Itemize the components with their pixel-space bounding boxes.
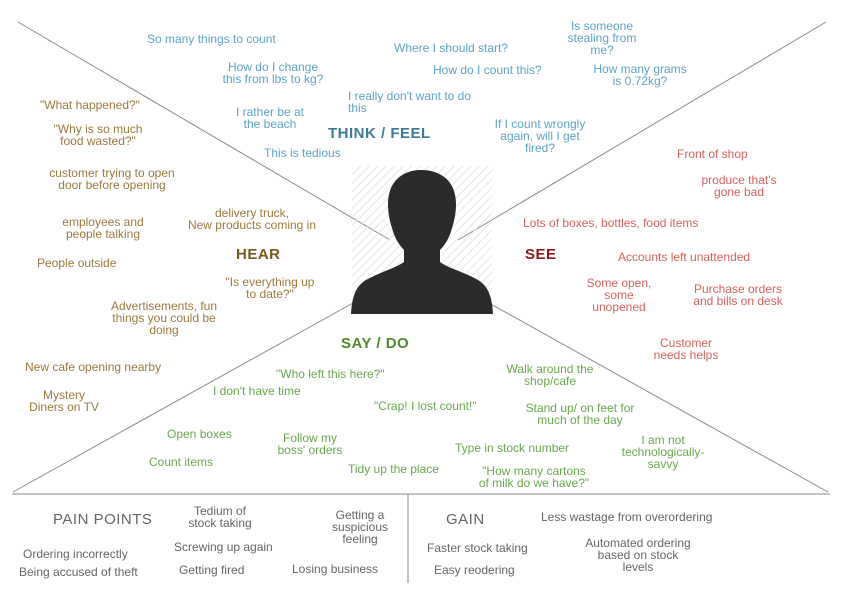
think-feel-note: This is tedious <box>264 146 341 160</box>
see-note: Lots of boxes, bottles, food items <box>523 216 699 230</box>
say-do-note: Follow my boss' orders <box>277 431 343 457</box>
say-do-note: "Who left this here?" <box>276 367 385 381</box>
pain-point-item: Being accused of theft <box>19 565 138 579</box>
think-feel-note: I rather be at the beach <box>235 105 305 131</box>
gain-item: Automated ordering based on stock levels <box>585 536 691 574</box>
say-do-heading: SAY / DO <box>341 335 410 352</box>
hear-note: Advertisements, fun things you could be … <box>110 299 218 337</box>
see-note: Front of shop <box>677 147 748 161</box>
diagonal-left-upper <box>17 21 391 241</box>
diagonal-right-lower <box>479 297 829 493</box>
hear-note: Mystery Diners on TV <box>29 388 99 414</box>
diagonal-left-lower <box>12 297 363 493</box>
say-do-note: "Crap! I lost count!" <box>374 399 477 413</box>
see-note: produce that's gone bad <box>701 173 777 199</box>
say-do-note: I am not technologically- savvy <box>621 433 705 471</box>
think-feel-note: How do I change this from lbs to kg? <box>222 60 324 86</box>
think-feel-note: If I count wrongly again, will I get fir… <box>494 117 586 155</box>
hear-heading: HEAR <box>236 246 281 263</box>
think-feel-note: I really don't want to do this <box>348 89 472 115</box>
think-feel-note: Is someone stealing from me? <box>567 19 637 57</box>
see-note: Some open, some unopened <box>586 276 652 314</box>
pain-point-item: Screwing up again <box>174 540 273 554</box>
hear-note: People outside <box>37 256 117 270</box>
pain-point-item: Getting a suspicious feeling <box>331 508 389 546</box>
say-do-note: I don't have time <box>213 384 301 398</box>
hear-note: New cafe opening nearby <box>25 360 162 374</box>
see-note: Accounts left unattended <box>618 250 751 264</box>
say-do-note: Tidy up the place <box>348 462 439 476</box>
pain-point-item: Tedium of stock taking <box>188 504 252 530</box>
say-do-note: Type in stock number <box>455 441 570 455</box>
pain-points-heading: PAIN POINTS <box>53 511 153 528</box>
think-feel-note: So many things to count <box>147 32 276 46</box>
hear-note: "Why is so much food wasted?" <box>53 122 143 148</box>
hear-note: "Is everything up to date?" <box>225 275 315 301</box>
see-note: Customer needs helps <box>653 336 719 362</box>
think-feel-heading: THINK / FEEL <box>328 125 431 142</box>
hear-note: delivery truck, New products coming in <box>187 206 317 232</box>
say-do-note: "How many cartons of milk do we have?" <box>478 464 590 490</box>
hear-note: employees and people talking <box>62 215 144 241</box>
say-do-note: Open boxes <box>167 427 232 441</box>
say-do-note: Stand up/ on feet for much of the day <box>525 401 635 427</box>
pain-point-item: Losing business <box>292 562 379 576</box>
think-feel-note: How do I count this? <box>433 63 542 77</box>
user-silhouette-icon <box>351 170 493 314</box>
see-heading: SEE <box>525 246 557 263</box>
pain-point-item: Ordering incorrectly <box>23 547 128 561</box>
diagonal-right-upper <box>457 21 827 241</box>
say-do-note: Walk around the shop/cafe <box>506 362 594 388</box>
gain-item: Faster stock taking <box>427 541 528 555</box>
see-note: Purchase orders and bills on desk <box>693 282 783 308</box>
think-feel-note: Where I should start? <box>394 41 509 55</box>
pain-point-item: Getting fired <box>179 563 245 577</box>
gain-item: Less wastage from overordering <box>541 510 713 524</box>
hear-note: customer trying to open door before open… <box>49 166 175 192</box>
hear-note: "What happened?" <box>40 98 140 112</box>
think-feel-note: How many grams is 0.72kg? <box>593 62 687 88</box>
gain-heading: GAIN <box>446 511 485 528</box>
say-do-note: Count items <box>149 455 214 469</box>
gain-item: Easy reodering <box>434 563 515 577</box>
